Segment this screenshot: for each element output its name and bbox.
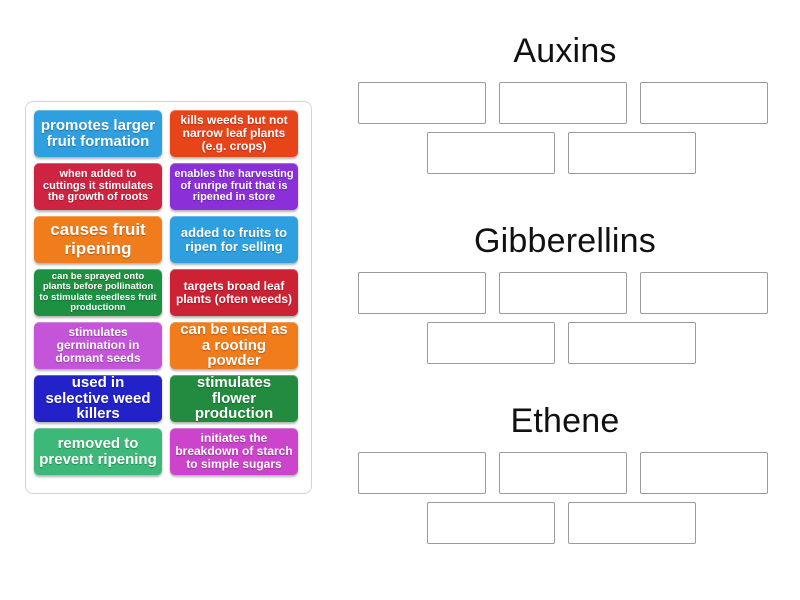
drop-slot[interactable] xyxy=(358,272,486,314)
drop-slot[interactable] xyxy=(640,82,768,124)
answer-tile-label: stimulates germination in dormant seeds xyxy=(55,325,141,365)
answer-tile-label: removed to prevent ripening xyxy=(39,434,157,468)
answer-tile[interactable]: initiates the breakdown of starch to sim… xyxy=(170,428,298,475)
answer-tile-label: stimulates flower production xyxy=(194,375,274,422)
drop-slot[interactable] xyxy=(499,452,627,494)
answer-tile[interactable]: causes fruit ripening xyxy=(34,216,162,263)
answer-tile[interactable]: can be sprayed onto plants before pollin… xyxy=(34,269,162,316)
answer-tile[interactable]: can be used as a rooting powder xyxy=(170,322,298,369)
drop-slot[interactable] xyxy=(427,132,555,174)
category-auxins-slot-row-1 xyxy=(345,82,785,124)
answer-tile[interactable]: removed to prevent ripening xyxy=(34,428,162,475)
answer-tile[interactable]: added to fruits to ripen for selling xyxy=(170,216,298,263)
answer-tile-tray: promotes larger fruit formation kills we… xyxy=(25,101,312,494)
drop-slot[interactable] xyxy=(568,322,696,364)
answer-tile[interactable]: used in selective weed killers xyxy=(34,375,162,422)
drop-slot[interactable] xyxy=(499,82,627,124)
category-auxins-slot-row-2 xyxy=(345,132,785,174)
answer-tile[interactable]: enables the harvesting of unripe fruit t… xyxy=(170,163,298,210)
drop-slot[interactable] xyxy=(358,82,486,124)
category-ethene: Ethene xyxy=(345,398,785,544)
answer-tile[interactable]: stimulates germination in dormant seeds xyxy=(34,322,162,369)
answer-tile-label: can be sprayed onto plants before pollin… xyxy=(39,271,157,313)
answer-tile-label: targets broad leaf plants (often weeds) xyxy=(175,278,292,306)
drop-slot[interactable] xyxy=(568,502,696,544)
answer-tile-label: causes fruit ripening xyxy=(50,220,146,258)
answer-tile[interactable]: stimulates flower production xyxy=(170,375,298,422)
answer-tile[interactable]: when added to cuttings it stimulates the… xyxy=(34,163,162,210)
category-gibberellins-slot-row-2 xyxy=(345,322,785,364)
answer-tile-label: added to fruits to ripen for selling xyxy=(180,224,288,254)
answer-tile-label: kills weeds but not narrow leaf plants (… xyxy=(180,113,288,153)
answer-tile-label: can be used as a rooting powder xyxy=(180,322,288,369)
drop-slot[interactable] xyxy=(427,502,555,544)
drop-slot[interactable] xyxy=(640,272,768,314)
answer-tile[interactable]: kills weeds but not narrow leaf plants (… xyxy=(170,110,298,157)
category-gibberellins: Gibberellins xyxy=(345,218,785,364)
answer-tile-label: enables the harvesting of unripe fruit t… xyxy=(174,168,294,204)
drop-slot[interactable] xyxy=(358,452,486,494)
category-title-gibberellins: Gibberellins xyxy=(474,222,656,260)
category-ethene-slot-row-2 xyxy=(345,502,785,544)
drop-slot[interactable] xyxy=(499,272,627,314)
category-auxins: Auxins xyxy=(345,28,785,174)
answer-tile-label: promotes larger fruit formation xyxy=(40,116,156,150)
category-title-auxins: Auxins xyxy=(513,32,617,70)
answer-tile-label: used in selective weed killers xyxy=(45,375,151,422)
category-title-ethene: Ethene xyxy=(510,402,620,440)
category-gibberellins-slot-row-1 xyxy=(345,272,785,314)
category-ethene-slot-row-1 xyxy=(345,452,785,494)
answer-tile-label: when added to cuttings it stimulates the… xyxy=(42,168,154,204)
answer-tile-label: initiates the breakdown of starch to sim… xyxy=(175,431,293,471)
drop-slot[interactable] xyxy=(427,322,555,364)
drop-slot[interactable] xyxy=(568,132,696,174)
drop-slot[interactable] xyxy=(640,452,768,494)
answer-tile[interactable]: targets broad leaf plants (often weeds) xyxy=(170,269,298,316)
answer-tile[interactable]: promotes larger fruit formation xyxy=(34,110,162,157)
